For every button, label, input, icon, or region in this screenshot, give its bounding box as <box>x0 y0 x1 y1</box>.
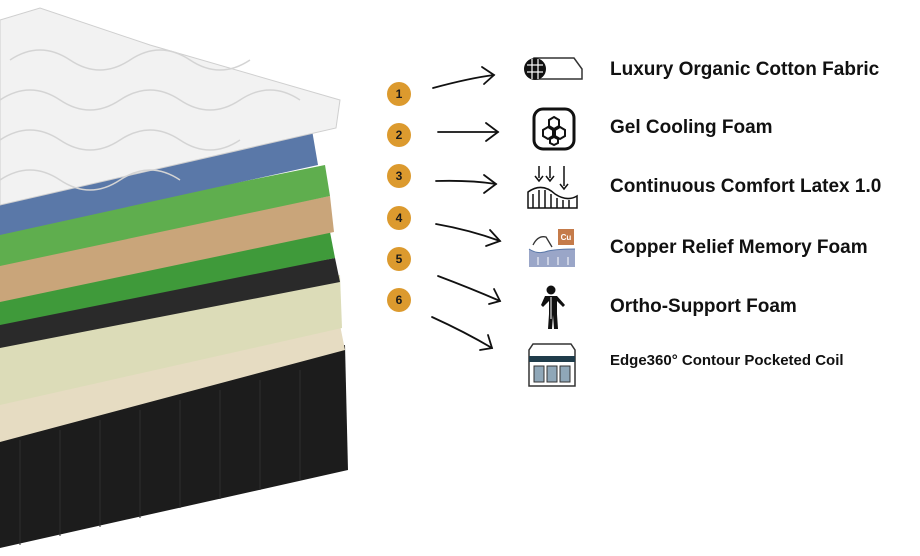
gel-honeycomb-icon <box>532 107 576 151</box>
green-support-layer <box>0 232 335 325</box>
layer-label-2: Gel Cooling Foam <box>610 117 773 138</box>
base-layer <box>0 345 348 548</box>
blue-gel-layer <box>0 130 318 235</box>
layer-badge-1: 1 <box>387 82 411 106</box>
arrow-2 <box>437 122 500 142</box>
layer-badge-2: 2 <box>387 123 411 147</box>
layer-label-4: Copper Relief Memory Foam <box>610 237 868 258</box>
copper-foam-icon: Cu <box>528 229 576 267</box>
cream-thin-layer <box>0 325 345 442</box>
copper-symbol: Cu <box>561 233 572 242</box>
coil-mesh-layer <box>0 258 340 348</box>
tan-memory-layer <box>0 196 334 302</box>
layer-badge-5: 5 <box>387 247 411 271</box>
body-support-icon <box>541 285 565 329</box>
arrow-1 <box>432 66 496 89</box>
cream-thick-layer <box>0 275 342 405</box>
layer-label-3: Continuous Comfort Latex 1.0 <box>610 176 882 197</box>
arrow-4 <box>435 223 502 247</box>
green-latex-layer <box>0 165 330 266</box>
mattress-cross-section <box>0 7 348 548</box>
fabric-icon <box>524 57 583 80</box>
layer-badge-4: 4 <box>387 206 411 230</box>
layer-label-6: Edge360° Contour Pocketed Coil <box>610 352 844 369</box>
quilted-top-layer <box>0 7 341 206</box>
arrow-3 <box>435 174 498 194</box>
latex-pressure-icon <box>527 166 578 209</box>
arrow-5 <box>437 275 502 305</box>
arrow-6 <box>431 316 494 351</box>
layer-label-5: Ortho-Support Foam <box>610 296 797 317</box>
layer-badge-6: 6 <box>387 288 411 312</box>
layer-label-1: Luxury Organic Cotton Fabric <box>610 59 880 80</box>
pocketed-coil-icon <box>528 343 576 387</box>
layer-badge-3: 3 <box>387 164 411 188</box>
